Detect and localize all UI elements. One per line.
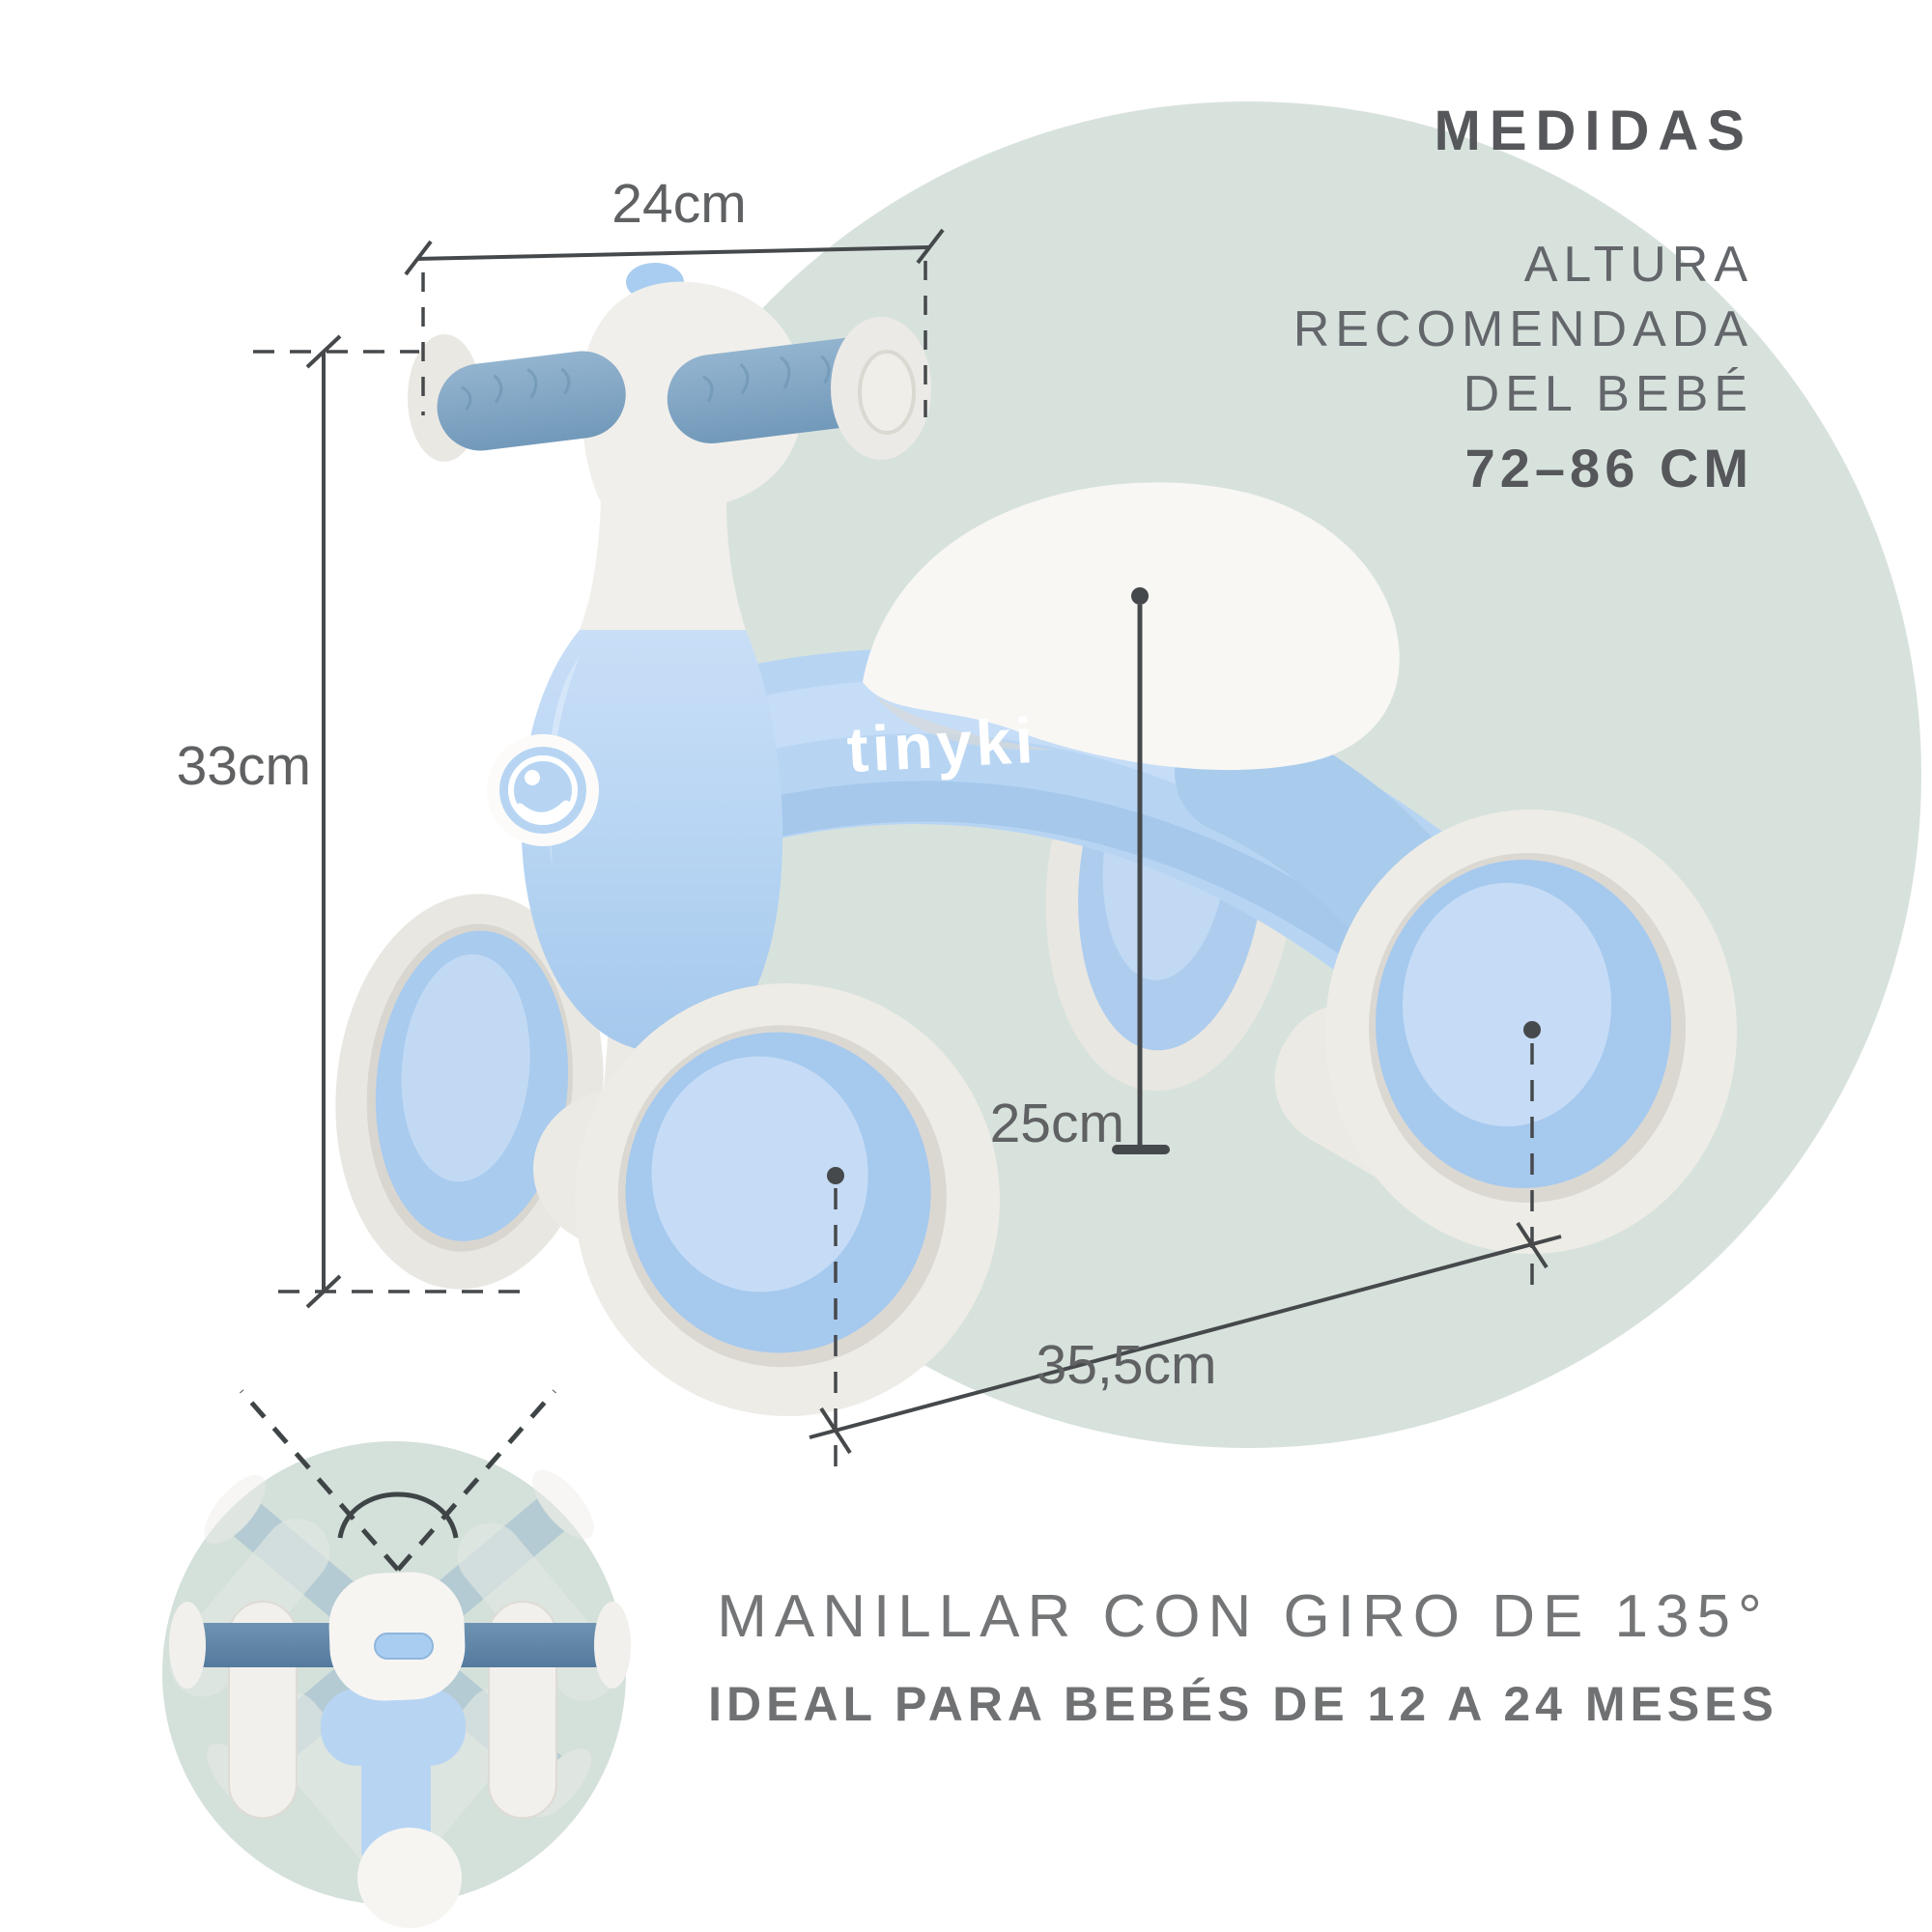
recommended-height-line: RECOMENDADA [1293,301,1753,357]
inset-clamp-slot [374,1633,434,1660]
front-wheel-far [335,894,604,1290]
grip-end-cap-right [831,317,931,460]
rotation-angle-marks [240,1389,556,1572]
footer-text: MANILLAR CON GIRO DE 135° IDEAL PARA BEB… [697,1582,1789,1732]
head-tube-highlight [547,657,580,869]
total-height-label: 33cm [177,735,311,797]
inset-fender [357,1828,462,1928]
dimension-total-height [253,334,527,1309]
stem-neck [580,502,746,630]
age-range-subheadline: IDEAL PARA BEBÉS DE 12 A 24 MESES [708,1677,1778,1731]
recommended-height-line: DEL BEBÉ [1463,366,1753,422]
handlebar-grip-left [437,351,626,451]
smiley-face-icon [508,755,578,825]
dimension-length [809,1021,1562,1468]
seat-height-label: 25cm [990,1093,1124,1154]
head-tube [521,630,783,1054]
dimension-seat-height [1112,587,1170,1154]
front-wheel-near [574,983,1001,1416]
recommended-height-line: ALTURA [1523,237,1753,293]
brand-logo: tinyki [845,704,1038,785]
inset-frame [321,1689,466,1766]
recommended-height-label: ALTURA RECOMENDADA DEL BEBÉ [1293,233,1753,427]
dimension-handlebar-width [404,228,945,417]
length-label: 35,5cm [1037,1334,1217,1396]
seat [863,482,1400,771]
smiley-badge [487,734,599,846]
rotation-arc [337,1492,459,1539]
height-range-value: 72–86 CM [1464,438,1753,498]
bike-render: tinyki [335,263,1737,1416]
handlebar-rotation-inset [162,1389,631,1928]
measurements-header: MEDIDAS ALTURA RECOMENDADA DEL BEBÉ 72–8… [1293,99,1753,499]
handlebar [408,317,931,462]
handlebar-width-label: 24cm [611,173,746,235]
dimension-annotations [253,228,1562,1468]
rotation-headline: MANILLAR CON GIRO DE 135° [717,1583,1770,1650]
seat-shadow [874,696,1053,751]
page-title: MEDIDAS [1434,99,1753,162]
